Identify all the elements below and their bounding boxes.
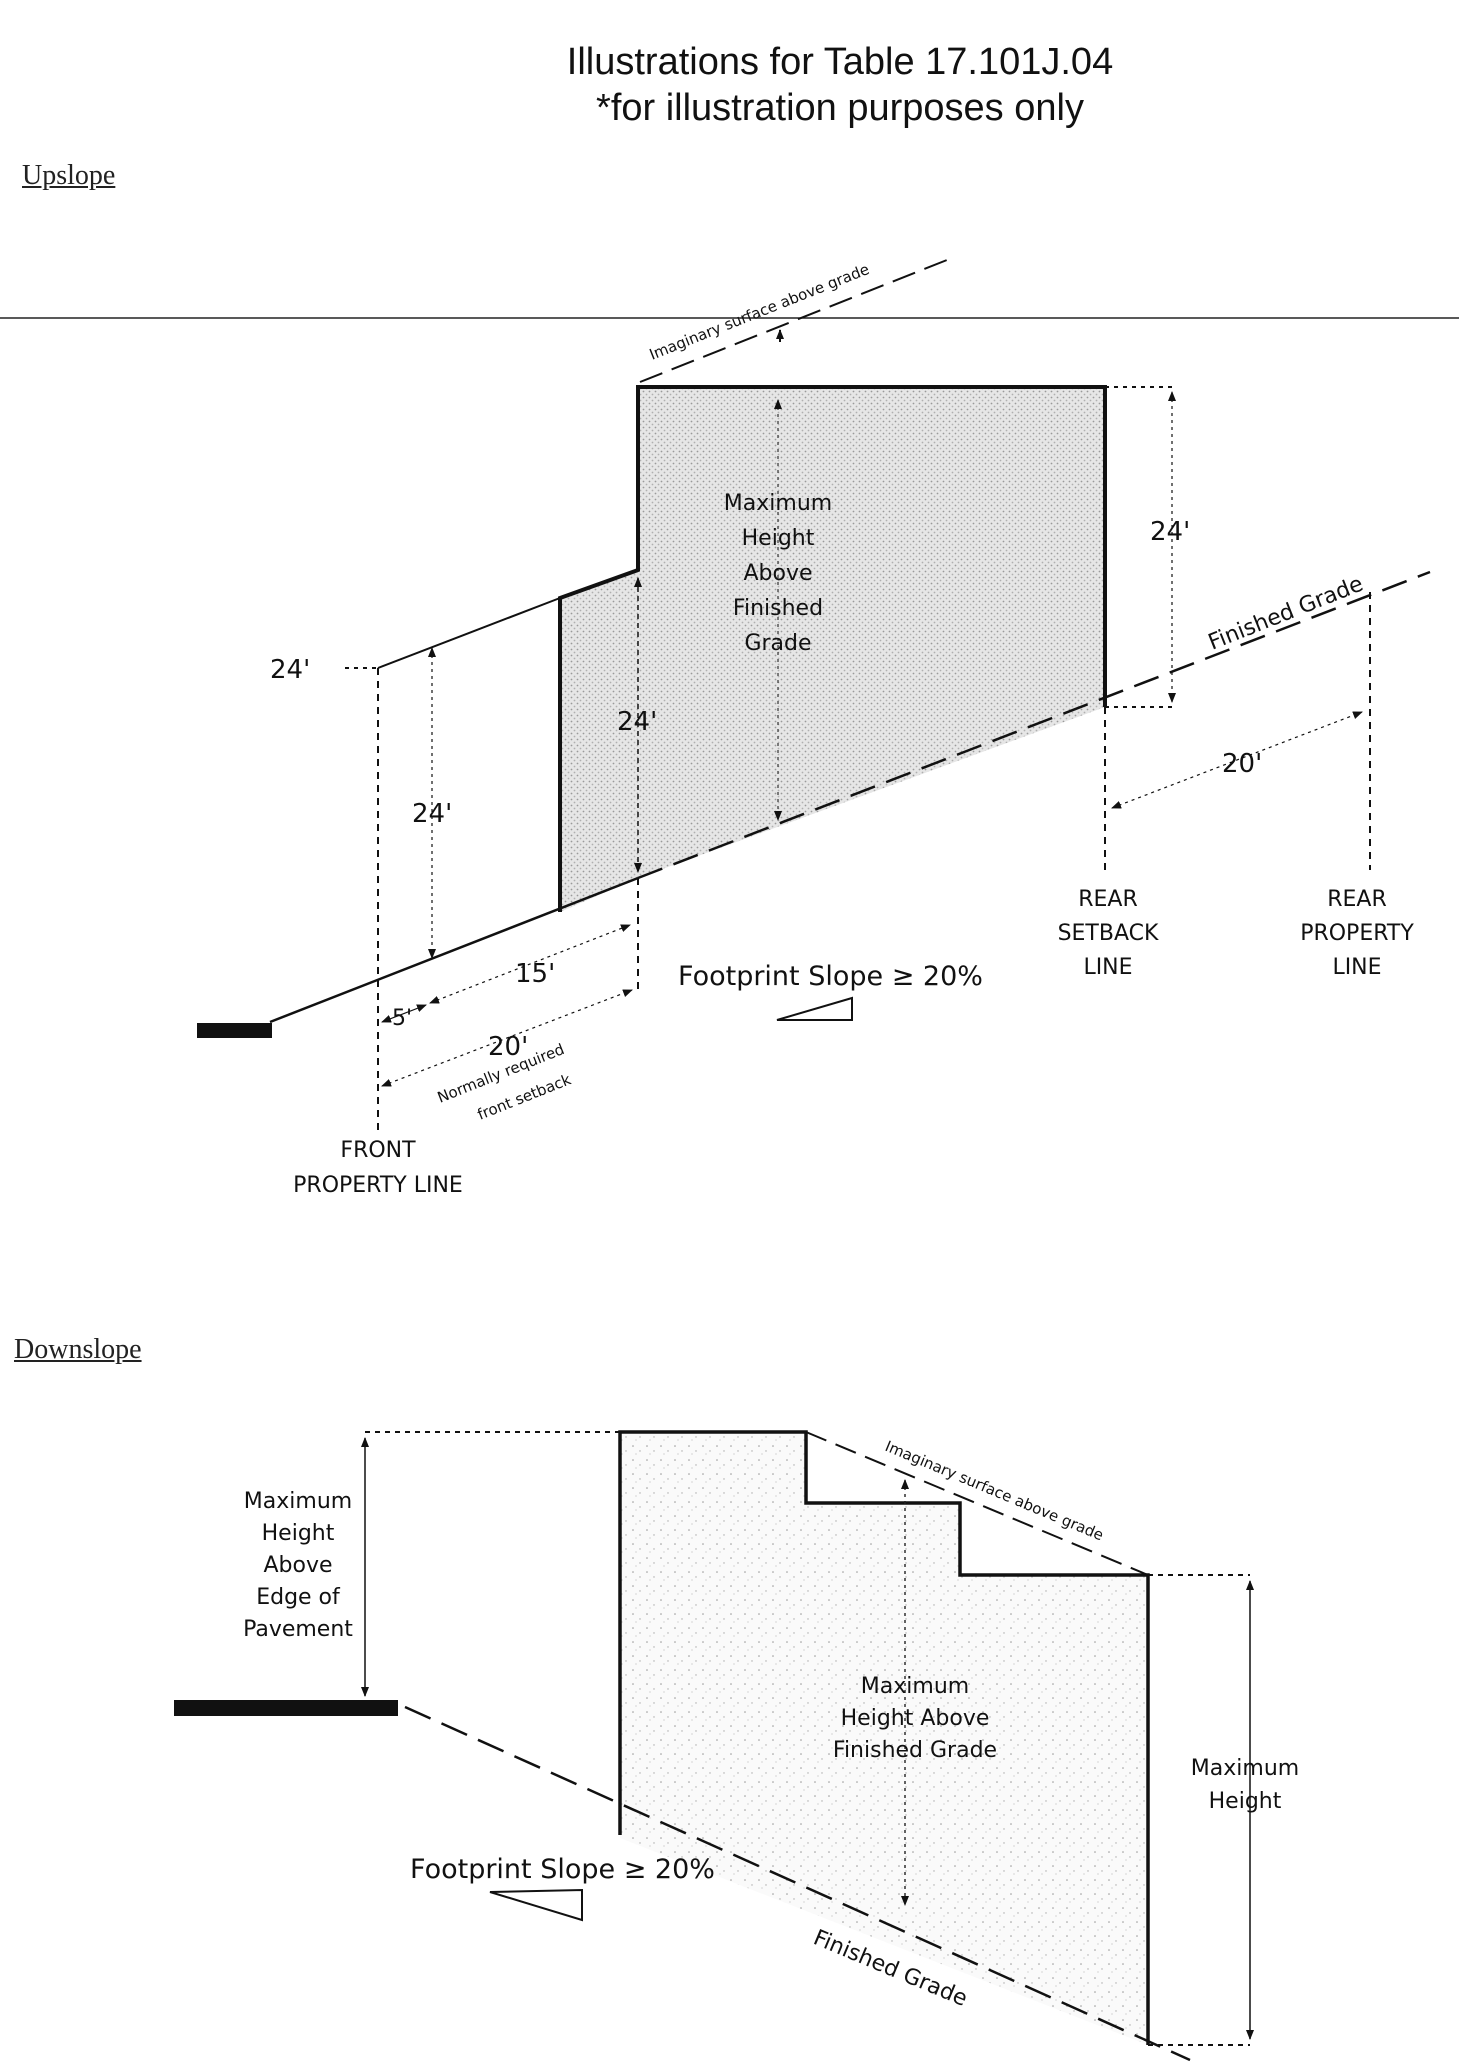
max-height-line3: Above xyxy=(743,561,812,586)
max-height-line1: Maximum xyxy=(724,491,832,516)
downslope-building xyxy=(620,1432,1148,2045)
mhp-line2: Height xyxy=(262,1521,335,1546)
dim-24-mid-label: 24' xyxy=(617,707,657,737)
upslope-finished-grade-line xyxy=(637,570,1431,880)
page-title-line1: Illustrations for Table 17.101J.04 xyxy=(566,41,1114,83)
upslope-left-surface-line xyxy=(377,597,561,669)
mhp-line3: Above xyxy=(263,1553,332,1578)
downslope-max-height-grade-label: Maximum Height Above Finished Grade xyxy=(833,1674,997,1763)
downslope-slope-triangle xyxy=(489,1888,583,1922)
rear-setback-line3: LINE xyxy=(1083,955,1132,980)
dim-15-label: 15' xyxy=(515,959,555,989)
rear-setback-label: REAR SETBACK LINE xyxy=(1058,887,1159,980)
mhg-line1: Maximum xyxy=(861,1674,969,1699)
downslope-max-height-label: Maximum Height xyxy=(1191,1756,1299,1814)
rear-property-label: REAR PROPERTY LINE xyxy=(1300,887,1414,980)
upslope-finished-grade-label: Finished Grade xyxy=(1205,572,1367,656)
upslope-building xyxy=(560,387,1105,912)
upslope-ground-solid xyxy=(269,876,639,1024)
downslope-street-edge xyxy=(174,1700,398,1716)
page-title-line2: *for illustration purposes only xyxy=(596,87,1084,129)
mhg-line3: Finished Grade xyxy=(833,1738,997,1763)
mhp-line1: Maximum xyxy=(244,1489,352,1514)
rear-property-line2: PROPERTY xyxy=(1300,921,1414,946)
dim-20-rear-arrow xyxy=(1111,711,1363,809)
downslope-footprint-slope: Footprint Slope ≥ 20% xyxy=(410,1854,715,1885)
max-height-line2: Height xyxy=(742,526,815,551)
upslope-street-edge xyxy=(197,1023,272,1038)
rear-property-line3: LINE xyxy=(1332,955,1381,980)
rear-setback-line1: REAR xyxy=(1078,887,1138,912)
dim-20-front-label: 20' xyxy=(488,1032,528,1062)
dim-5-label: 5' xyxy=(392,1006,412,1031)
upslope-heading: Upslope xyxy=(22,160,116,191)
upslope-slope-triangle xyxy=(776,996,853,1021)
front-property-line1: FRONT xyxy=(340,1138,416,1163)
upslope-imaginary-label: Imaginary surface above grade xyxy=(647,260,872,364)
upslope-max-height-label: Maximum Height Above Finished Grade xyxy=(724,491,832,656)
max-height-line5: Grade xyxy=(744,631,811,656)
dim-20-rear-label: 20' xyxy=(1222,749,1262,779)
downslope-finished-grade-line xyxy=(404,1705,1191,2062)
mhg-line2: Height Above xyxy=(841,1706,990,1731)
mh-line2: Height xyxy=(1209,1789,1282,1814)
dim-24-rear-label: 24' xyxy=(1150,517,1190,547)
downslope-heading: Downslope xyxy=(14,1334,142,1365)
downslope-building-outline xyxy=(618,1430,1150,2045)
upslope-building-outline xyxy=(558,385,1107,912)
mhp-line4: Edge of xyxy=(256,1585,341,1610)
rear-property-line1: REAR xyxy=(1327,887,1387,912)
mh-line1: Maximum xyxy=(1191,1756,1299,1781)
dim-20-front-arrow xyxy=(381,989,633,1087)
mhp-line5: Pavement xyxy=(243,1617,353,1642)
dim-24-left-tick-label: 24' xyxy=(270,655,310,685)
front-property-line2: PROPERTY LINE xyxy=(293,1173,463,1198)
downslope-imaginary-surface-line xyxy=(805,1431,1149,1576)
rear-setback-line2: SETBACK xyxy=(1058,921,1159,946)
max-height-line4: Finished xyxy=(733,596,823,621)
dim-24-left-label: 24' xyxy=(412,799,452,829)
upslope-imaginary-surface-line xyxy=(639,257,953,383)
max-height-pavement-label: Maximum Height Above Edge of Pavement xyxy=(243,1489,353,1642)
upslope-footprint-slope: Footprint Slope ≥ 20% xyxy=(678,961,983,992)
front-property-label: FRONT PROPERTY LINE xyxy=(293,1138,463,1198)
